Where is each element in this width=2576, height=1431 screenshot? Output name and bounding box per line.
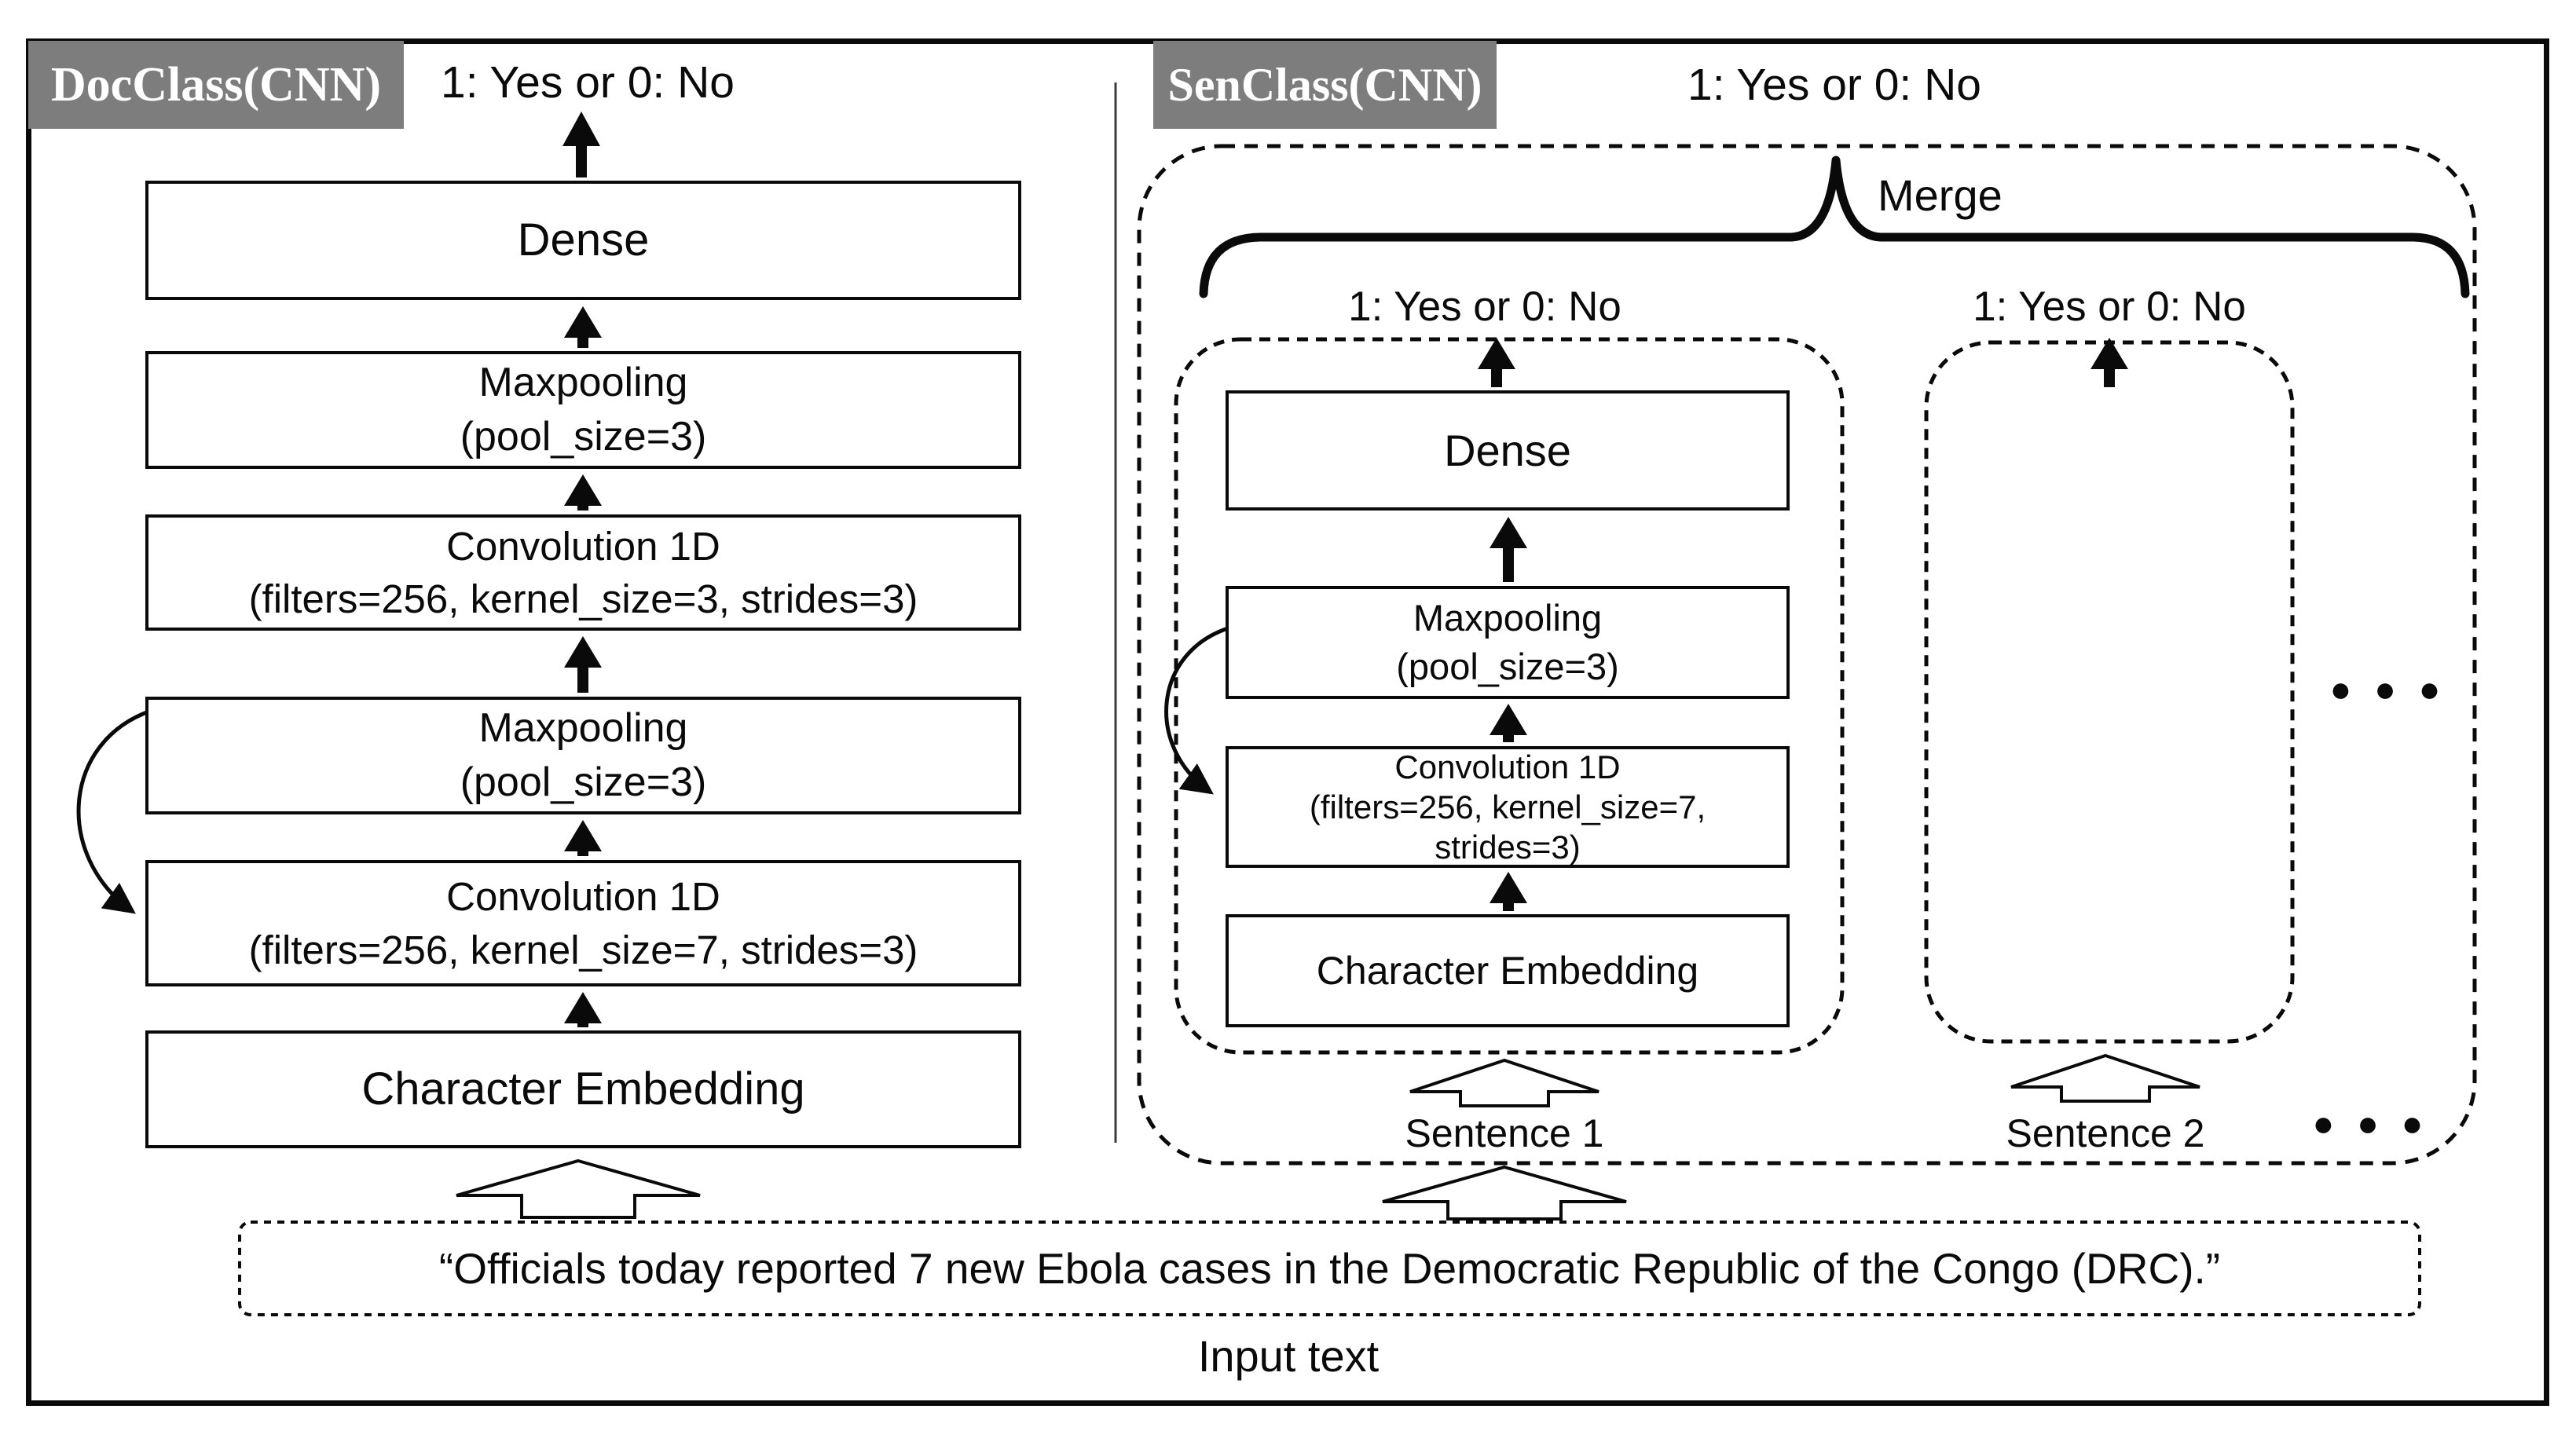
- merge-label: Merge: [1878, 170, 2003, 220]
- sentence1-dashed-box: [1174, 337, 1845, 1055]
- branch1-layer-character-embedding: Character Embedding: [1226, 914, 1790, 1027]
- senclass-tag: SenClass(CNN): [1153, 41, 1497, 129]
- doc-layer-dense: Dense: [145, 181, 1021, 300]
- doc-output-arrow-icon: [562, 112, 600, 178]
- layer-label: Maxpooling: [478, 705, 688, 752]
- merge-brace: [1199, 156, 2470, 298]
- branch1-repeat-curved-arrow: [1164, 626, 1229, 795]
- doc-arrow-maxpool2-to-conv1-icon: [564, 636, 602, 693]
- layer-label: Convolution 1D: [1394, 748, 1621, 785]
- layer-label: Convolution 1D: [446, 874, 720, 920]
- branch1-arrow-conv-to-maxpool-icon: [1490, 704, 1527, 742]
- doc-output-label: 1: Yes or 0: No: [441, 57, 735, 108]
- branch1-output-label: 1: Yes or 0: No: [1348, 284, 1621, 330]
- branch2-output-label: 1: Yes or 0: No: [1973, 284, 2246, 330]
- layer-label: Maxpooling: [1413, 596, 1603, 639]
- layer-params: (filters=256, kernel_size=3, strides=3): [248, 576, 918, 621]
- doc-layer-convolution-2: Convolution 1D (filters=256, kernel_size…: [145, 860, 1021, 986]
- doc-arrow-conv2-to-maxpool2-icon: [564, 820, 602, 856]
- branch1-layer-convolution: Convolution 1D (filters=256, kernel_size…: [1226, 746, 1790, 868]
- layer-label: Convolution 1D: [446, 523, 720, 569]
- doc-layer-maxpooling-2: Maxpooling (pool_size=3): [145, 697, 1021, 814]
- layer-label: Dense: [1444, 425, 1571, 475]
- input-text-caption: Input text: [1197, 1331, 1380, 1381]
- senclass-input-block-arrow-icon: [1382, 1165, 1627, 1221]
- more-sentences-ellipsis-mid: ● ● ●: [2330, 668, 2447, 709]
- doc-arrow-maxpool1-to-dense-icon: [564, 306, 602, 348]
- branch1-arrow-charemb-to-conv-icon: [1490, 872, 1527, 911]
- branch1-layer-maxpooling: Maxpooling (pool_size=3): [1226, 586, 1790, 699]
- doc-layer-character-embedding: Character Embedding: [145, 1030, 1021, 1148]
- layer-params: (filters=256, kernel_size=7, strides=3): [248, 927, 918, 972]
- branch1-layer-dense: Dense: [1226, 390, 1790, 511]
- layer-params: (filters=256, kernel_size=7,: [1309, 788, 1706, 825]
- more-sentences-ellipsis-bottom: ● ● ●: [2313, 1103, 2430, 1144]
- branch1-arrow-maxpool-to-dense-icon: [1490, 517, 1527, 582]
- branch2-output-arrow-icon: [2090, 338, 2128, 387]
- sentence2-label: Sentence 2: [2006, 1111, 2205, 1155]
- doc-arrow-conv1-to-maxpool1-icon: [564, 474, 602, 511]
- doc-repeat-curved-arrow: [76, 708, 152, 914]
- input-quote-text: “Officials today reported 7 new Ebola ca…: [438, 1244, 2221, 1293]
- sentence1-label: Sentence 1: [1405, 1111, 1604, 1155]
- layer-params: (pool_size=3): [460, 414, 707, 459]
- layer-params: strides=3): [1435, 829, 1581, 866]
- sen-output-label: 1: Yes or 0: No: [1687, 60, 1981, 110]
- sentence2-dashed-box: [1924, 340, 2295, 1044]
- layer-params: (pool_size=3): [1396, 646, 1619, 687]
- doc-arrow-charemb-to-conv2-icon: [564, 992, 602, 1027]
- doc-layer-maxpooling-1: Maxpooling (pool_size=3): [145, 351, 1021, 469]
- layer-label: Maxpooling: [478, 360, 688, 406]
- layer-label: Character Embedding: [361, 1063, 805, 1114]
- sentence1-block-arrow-icon: [1409, 1058, 1599, 1107]
- layer-params: (pool_size=3): [460, 759, 707, 805]
- doc-layer-convolution-1: Convolution 1D (filters=256, kernel_size…: [145, 514, 1021, 631]
- sentence2-block-arrow-icon: [2010, 1053, 2200, 1103]
- input-text-dashed-box: [238, 1221, 2421, 1316]
- branch1-output-arrow-icon: [1478, 338, 1515, 387]
- layer-label: Character Embedding: [1316, 949, 1699, 993]
- doc-input-block-arrow-icon: [456, 1158, 701, 1219]
- docclass-tag: DocClass(CNN): [28, 41, 404, 129]
- layer-label: Dense: [517, 214, 650, 265]
